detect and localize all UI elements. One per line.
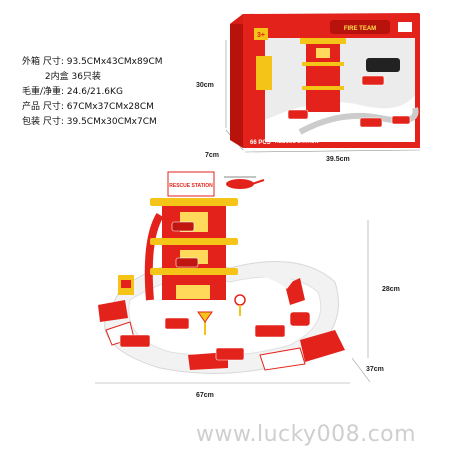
box-tower-window [316,48,330,58]
box-depth-label: 7cm [205,152,220,159]
spec-product-size: 产品 尺寸: 67CMx37CMx28CM [22,102,154,112]
box-helicopter-tag [366,58,400,72]
box-age-badge [254,28,268,40]
playset: RESCUE STATION [95,171,371,384]
tower-deck-2 [150,238,238,245]
tower-roof-deck [150,198,238,206]
fire-truck-3 [254,324,286,338]
rescue-sign [167,171,215,197]
watermark: www.lucky008.com [196,422,417,447]
box-car-3 [359,117,383,128]
spec-outer-carton: 外箱 尺寸: 93.5CMx43CMx89CM [22,57,163,67]
box-pieces-label: 66 PCS [250,140,271,146]
curb-right-1 [300,330,345,362]
box-brand-logo: FIRE TEAM [344,26,376,32]
curb-right-2 [259,347,306,371]
product-depth-label: 37cm [366,366,384,373]
tower-deck-1 [150,268,238,275]
box-side [230,14,243,148]
box-station-label: RESCUE STATION [275,139,319,145]
spec-weight: 毛重/净重: 24.6/21.6KG [22,87,123,97]
box-width-line [244,149,421,153]
traffic-sign-1 [197,311,213,323]
box-logo-bg [330,20,390,34]
package-box: FIRE TEAM 3+ 66 PCS RESCUE STATION [225,13,421,153]
box-tower-floor-1 [302,62,344,66]
traffic-sign-2 [234,294,246,306]
box-car-1 [361,75,385,86]
box-corner-logo [398,22,412,32]
box-car-2 [287,109,309,120]
box-car-4 [391,115,411,125]
spec-inner-boxes: 2内盒 36只装 [22,72,101,82]
tower-car-top [171,221,195,232]
helicopter-body [226,179,254,189]
product-height-label: 28cm [382,286,400,293]
gas-pump [121,280,131,288]
garage-door [176,285,210,299]
rescue-sign-text: RESCUE STATION [169,183,213,189]
race-car [215,347,245,361]
product-width-label: 67cm [196,392,214,399]
fire-truck-1 [119,334,151,348]
hovercraft [289,311,311,327]
box-side-label [256,56,272,90]
fire-truck-2 [164,317,190,330]
spiral-ramp [144,212,164,301]
helicopter-tail [251,179,265,185]
box-tower-roof [300,38,346,44]
box-height-label: 30cm [196,82,214,89]
box-width-label: 39.5cm [326,156,350,163]
curb-left-1 [98,300,128,322]
box-tower-floor-2 [302,86,344,90]
product-depth-line [351,357,371,383]
box-age-text: 3+ [257,32,265,39]
spec-package-size: 包装 尺寸: 39.5CMx30CMx7CM [22,117,157,127]
tower-car-mid [175,257,199,268]
